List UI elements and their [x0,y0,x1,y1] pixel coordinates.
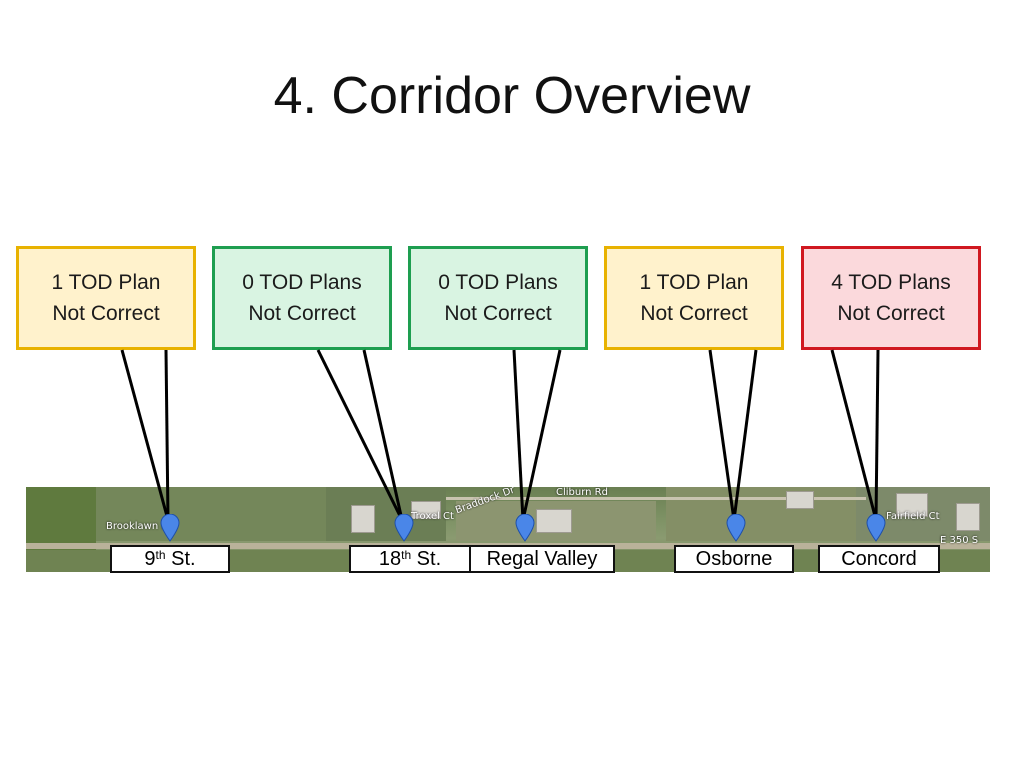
location-pin-icon [394,514,414,542]
map-building [536,509,572,533]
map-building [786,491,814,509]
station-box-18th: 0 TOD Plans Not Correct [212,246,392,350]
location-pin-icon [160,514,180,542]
map-building [956,503,980,531]
station-box-9th: 1 TOD Plan Not Correct [16,246,196,350]
plan-count: 0 TOD Plans [438,271,558,294]
station-label-osborne: Osborne [674,545,794,573]
map-building [896,493,928,517]
station-box-concord: 4 TOD Plans Not Correct [801,246,981,350]
plan-status: Not Correct [52,302,160,325]
cliburn-road [446,497,866,500]
plan-status: Not Correct [248,302,356,325]
station-name: Osborne [695,547,773,570]
slide-title: 4. Corridor Overview [273,67,751,125]
station-name: Concord [841,547,917,570]
station-name: 18 [378,547,402,570]
street-label: Troxel Ct [411,511,454,522]
map-field [96,487,326,541]
station-name: Regal Valley [486,547,598,570]
map-building [351,505,375,533]
street-label: Brooklawn Dr [106,521,174,532]
street-label: Fairfield Ct [886,511,940,522]
plan-count: 4 TOD Plans [831,271,951,294]
plan-status: Not Correct [444,302,552,325]
location-pin-icon [515,514,535,542]
plan-status: Not Correct [837,302,945,325]
plan-count: 1 TOD Plan [51,271,161,294]
station-name-tail: St. [411,547,442,570]
plan-count: 1 TOD Plan [639,271,749,294]
street-label: Cliburn Rd [556,487,608,498]
station-box-osborne: 1 TOD Plan Not Correct [604,246,784,350]
plan-status: Not Correct [640,302,748,325]
map-field [666,487,856,541]
street-label: E 350 S [940,535,979,546]
station-name: 9 [144,547,156,570]
location-pin-icon [726,514,746,542]
station-label-regal-valley: Regal Valley [469,545,615,573]
plan-count: 0 TOD Plans [242,271,362,294]
station-label-concord: Concord [818,545,940,573]
location-pin-icon [866,514,886,542]
map-building [411,501,441,519]
station-box-regal-valley: 0 TOD Plans Not Correct [408,246,588,350]
station-name-tail: St. [165,547,196,570]
